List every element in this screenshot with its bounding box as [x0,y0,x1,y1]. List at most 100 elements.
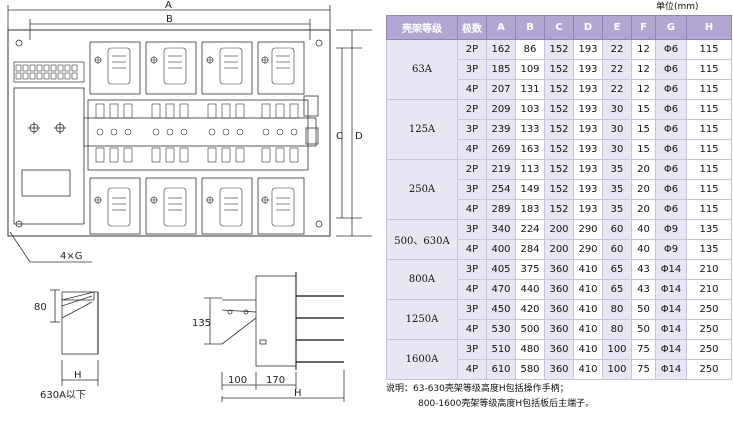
value-cell: Φ6 [655,199,687,220]
value-cell: 22 [602,59,632,80]
pole-cell: 3P [457,59,487,80]
value-cell: 115 [686,119,732,140]
value-cell: 360 [544,359,574,380]
value-cell: 580 [515,359,545,380]
dim-a-label: A [165,0,172,11]
value-cell: 219 [486,159,516,180]
value-cell: 290 [573,219,603,240]
note-line-2: 800-1600壳架等级高度H包括板后主端子。 [418,399,595,409]
value-cell: 239 [486,119,516,140]
value-cell: 250 [686,319,732,340]
pole-cell: 4P [457,79,487,100]
header-g: G [655,15,687,40]
value-cell: 35 [602,179,632,200]
header-h: H [686,15,732,40]
side2-dim-100: 100 [228,375,247,386]
frame-rating-cell: 250A [386,159,458,220]
pole-cell: 2P [457,39,487,60]
technical-drawing: A B C D 4×G 80 H 630A以下 135 100 170 H [7,0,372,402]
pole-cell: 4P [457,359,487,380]
value-cell: Φ6 [655,99,687,120]
value-cell: Φ14 [655,279,687,300]
header-e: E [602,15,632,40]
value-cell: 12 [631,79,656,100]
value-cell: 100 [602,339,632,360]
value-cell: 75 [631,339,656,360]
pole-cell: 2P [457,159,487,180]
value-cell: 30 [602,99,632,120]
value-cell: 152 [544,179,574,200]
side1-dim-80: 80 [34,302,47,313]
pole-cell: 3P [457,219,487,240]
value-cell: 115 [686,99,732,120]
value-cell: 40 [631,219,656,240]
value-cell: 149 [515,179,545,200]
value-cell: 100 [602,359,632,380]
value-cell: 420 [515,299,545,320]
value-cell: 269 [486,139,516,160]
value-cell: 410 [573,359,603,380]
value-cell: 360 [544,299,574,320]
pole-cell: 3P [457,259,487,280]
value-cell: 152 [544,79,574,100]
value-cell: Φ6 [655,79,687,100]
value-cell: 185 [486,59,516,80]
value-cell: 193 [573,139,603,160]
value-cell: 22 [602,79,632,100]
value-cell: 410 [573,299,603,320]
value-cell: 224 [515,219,545,240]
header-b: B [515,15,545,40]
side2-dim-135: 135 [192,318,211,329]
value-cell: 193 [573,79,603,100]
value-cell: Φ14 [655,339,687,360]
value-cell: 12 [631,59,656,80]
value-cell: 440 [515,279,545,300]
value-cell: 375 [515,259,545,280]
side2-dim-h: H [294,388,302,399]
value-cell: Φ9 [655,219,687,240]
value-cell: 115 [686,39,732,60]
value-cell: 610 [486,359,516,380]
value-cell: 530 [486,319,516,340]
value-cell: Φ14 [655,259,687,280]
value-cell: 20 [631,199,656,220]
value-cell: 289 [486,199,516,220]
frame-rating-cell: 1600A [386,339,458,380]
value-cell: 152 [544,119,574,140]
value-cell: Φ6 [655,159,687,180]
frame-rating-cell: 125A [386,99,458,160]
value-cell: 284 [515,239,545,260]
table-header-row: 壳架等级 极数 A B C D E F G H [386,15,732,40]
value-cell: 86 [515,39,545,60]
value-cell: 15 [631,99,656,120]
value-cell: Φ14 [655,319,687,340]
value-cell: Φ14 [655,359,687,380]
value-cell: 115 [686,59,732,80]
value-cell: 20 [631,179,656,200]
hole-label: 4×G [60,251,83,262]
pole-cell: 3P [457,119,487,140]
value-cell: Φ14 [655,299,687,320]
value-cell: 115 [686,79,732,100]
frame-rating-cell: 500、630A [386,219,458,260]
unit-label: 单位(mm) [656,2,699,12]
header-a: A [486,15,516,40]
value-cell: 405 [486,259,516,280]
value-cell: Φ6 [655,119,687,140]
value-cell: 152 [544,159,574,180]
value-cell: 152 [544,139,574,160]
value-cell: Φ6 [655,139,687,160]
value-cell: 35 [602,199,632,220]
